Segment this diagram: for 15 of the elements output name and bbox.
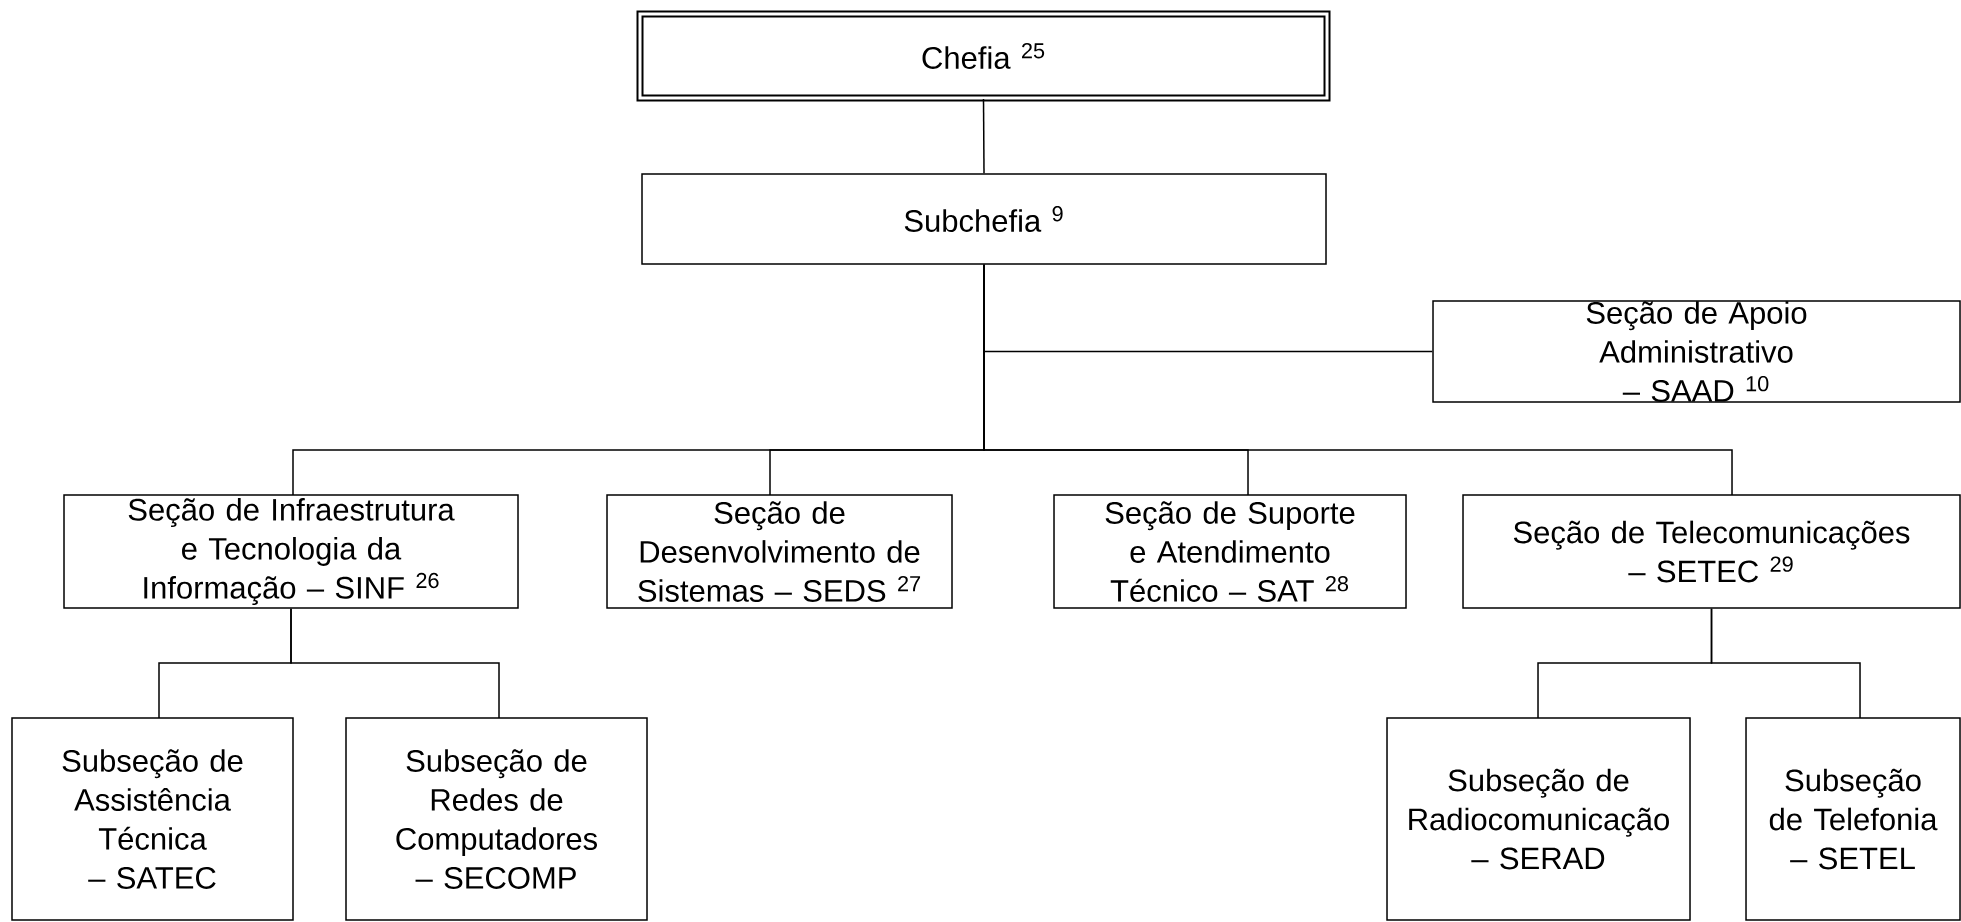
unit-box: Subseção de Radiocomunicação – SERAD xyxy=(1386,717,1691,921)
connector-line xyxy=(983,264,1733,496)
unit-box: Seção de Infraestrutura e Tecnologia da Informação – SINF $^{26}$ xyxy=(63,494,519,609)
connector-line xyxy=(982,98,985,174)
header-box: Chefia $^{25}$ xyxy=(636,10,1331,102)
unit-box: Seção de Apoio Administrativo – SAAD $^{10}$ xyxy=(1432,300,1961,403)
unit-box: Seção de Telecomunicações – SETEC $^{29}$ xyxy=(1462,494,1961,609)
connector-line xyxy=(290,608,500,719)
unit-box: Seção de Suporte e Atendimento Técnico – SAT $^{28}$ xyxy=(1053,494,1407,609)
unit-box: Seção de Desenvolvimento de Sistemas – SEDS $^{27}$ xyxy=(606,494,953,609)
unit-box: Subchefia $^{9}$ xyxy=(641,173,1327,265)
unit-box: Subseção de Assistência Técnica – SATEC xyxy=(11,717,294,921)
connector-line xyxy=(1710,608,1861,719)
unit-box: Subseção de Telefonia – SETEL xyxy=(1745,717,1961,921)
unit-box: Subseção de Redes de Computadores – SECOMP xyxy=(345,717,648,921)
